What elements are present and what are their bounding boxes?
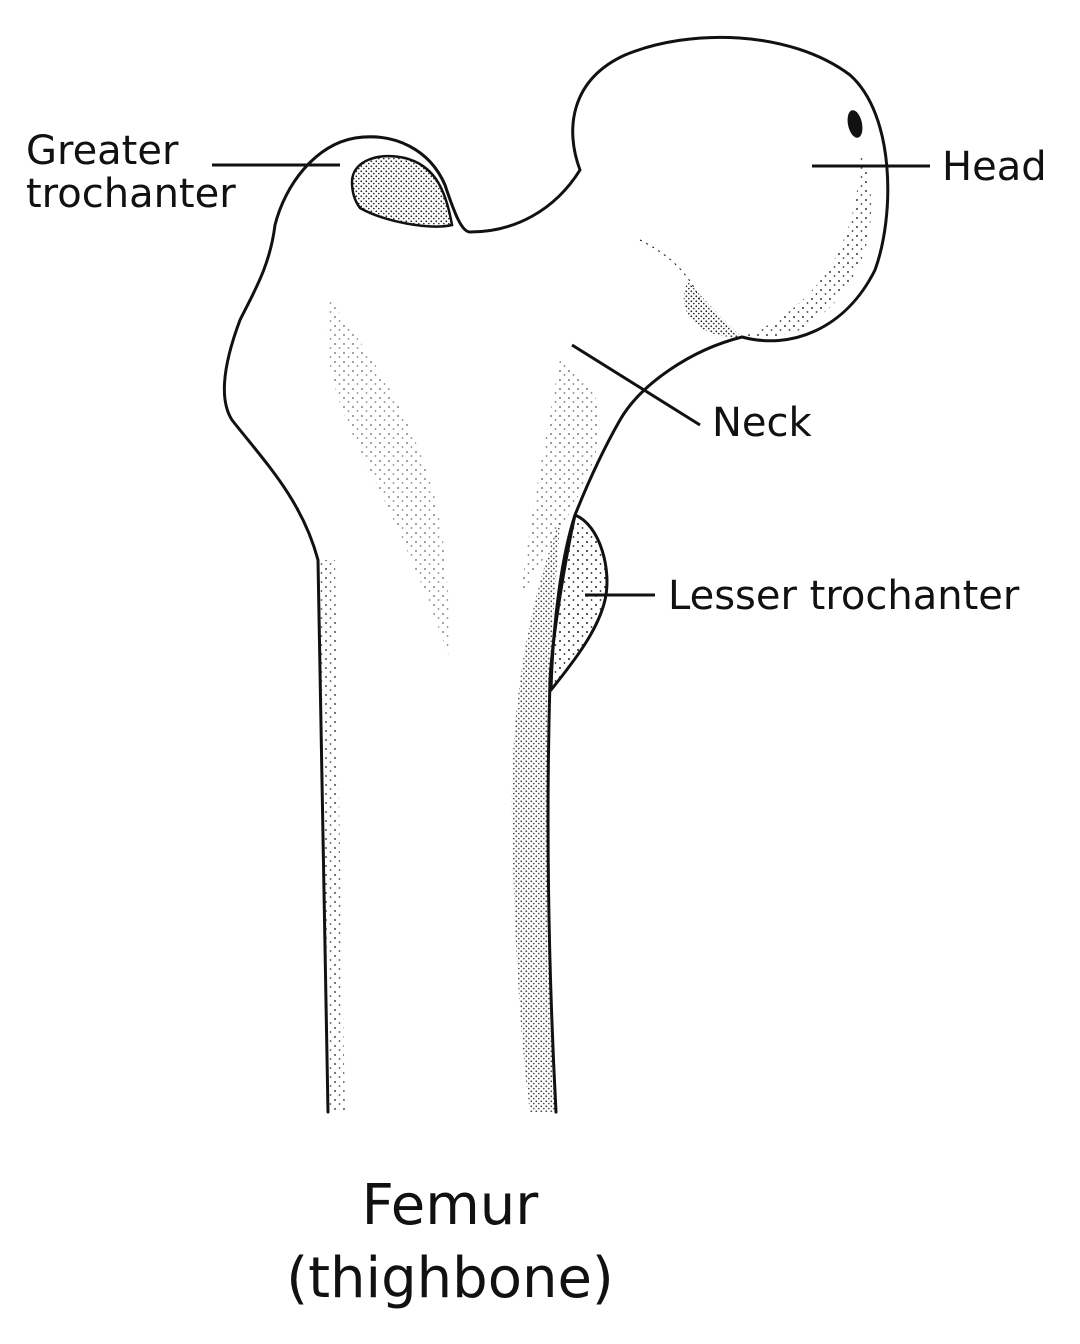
greater-trochanter-label-line1: Greater (26, 128, 179, 174)
neck-ridge-shading (520, 360, 600, 600)
lesser-trochanter-label: Lesser trochanter (668, 573, 1020, 619)
femoral-head-shading (742, 150, 872, 338)
neck-shading (683, 282, 742, 338)
greater-trochanter-label: Greater trochanter (26, 128, 236, 218)
head-label: Head (942, 144, 1047, 190)
shaft-shading-medial (511, 520, 560, 1112)
intertrochanteric-shading (326, 300, 450, 660)
greater-trochanter-label-line2: trochanter (26, 171, 236, 218)
neck-leader (571, 343, 701, 427)
caption-title: Femur (361, 1173, 539, 1238)
lesser-trochanter (549, 513, 609, 692)
shaft-shading-lateral (318, 560, 345, 1112)
caption-subtitle: (thighbone) (286, 1245, 614, 1311)
diagram-caption: Femur (thighbone) (0, 1170, 900, 1316)
neck-label: Neck (712, 400, 812, 446)
fovea-capitis (847, 110, 863, 138)
trochanteric-fossa (350, 154, 454, 228)
